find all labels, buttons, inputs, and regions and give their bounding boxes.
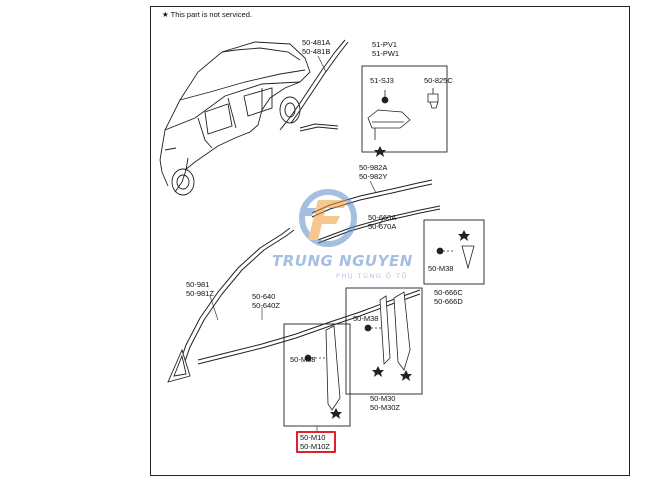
highlight-box-50-m10 <box>296 431 336 453</box>
box-50-666c <box>423 219 485 285</box>
clip-50-825c <box>427 88 439 109</box>
molding-50-481 <box>279 39 349 132</box>
trim-50-m30 <box>364 291 411 371</box>
box-51-pv1 <box>361 65 448 153</box>
side-molding-50-660 <box>317 205 441 244</box>
trim-50-m10 <box>304 325 341 411</box>
label-51-sj3: 51-SJ3 <box>370 76 394 85</box>
label-50-982: 50-982A 50-982Y <box>359 163 388 181</box>
diagram-frame <box>150 6 630 476</box>
label-50-m10: 50-M10 50-M10Z <box>300 433 331 451</box>
label-50-481: 50-481A 50-481B <box>302 38 331 56</box>
corner-piece-50-981 <box>167 348 191 383</box>
label-50-660: 50-660A 50-670A <box>368 213 397 231</box>
label-50-640: 50-640 50-640Z <box>252 292 280 310</box>
label-50-m38-left: 50-M38 <box>290 355 316 364</box>
label-50-m38-mid: 50-M38 <box>353 314 379 323</box>
label-50-m30: 50-M30 50-M30Z <box>370 394 401 412</box>
watermark-brand: TRUNG NGUYEN <box>272 252 413 270</box>
watermark-logo <box>299 189 357 247</box>
label-50-825c: 50-825C <box>424 76 453 85</box>
label-51-pv1: 51-PV1 51-PW1 <box>372 40 400 58</box>
label-50-666: 50-666C 50-666D <box>434 288 463 306</box>
trim-50-666c <box>436 245 475 270</box>
box-50-m30 <box>345 287 423 395</box>
box-50-m10 <box>283 323 351 427</box>
label-50-981: 50-981 50-981Z <box>186 280 214 298</box>
car-illustration <box>159 41 311 196</box>
label-50-m38-right: 50-M38 <box>428 264 454 273</box>
watermark-tagline: PHỤ TÙNG Ô TÔ <box>336 272 409 280</box>
clip-51-sj3 <box>367 90 411 140</box>
not-serviced-note: ★ This part is not serviced. <box>162 10 252 19</box>
molding-50-981 <box>177 227 295 371</box>
